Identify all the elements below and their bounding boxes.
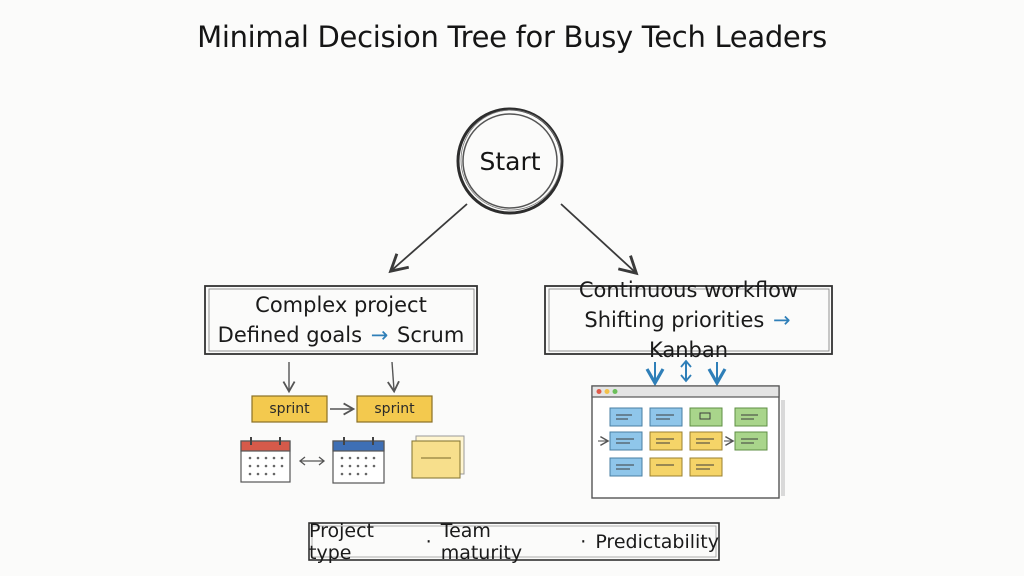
kanban-card-lines <box>616 412 758 470</box>
kanban-arrow-updown <box>680 359 692 383</box>
calendar-blue-icon <box>332 437 385 484</box>
separator-dot: · <box>425 530 432 553</box>
factors-footer: Project type · Team maturity · Predictab… <box>309 520 719 564</box>
branch-arrow-left <box>388 203 468 274</box>
kanban-condition-line1: Continuous workflow <box>578 278 799 302</box>
kanban-decision-box: Continuous workflow Shifting priorities … <box>545 278 832 362</box>
right-arrow-icon: → <box>370 323 389 347</box>
factor-team-maturity: Team maturity <box>440 519 523 564</box>
sprint-card-2 <box>356 395 433 423</box>
calendar-red-icon <box>240 437 291 483</box>
scrum-result: Scrum <box>397 323 465 347</box>
scrum-arrow-down-2 <box>387 361 400 394</box>
right-box-outline <box>544 285 833 355</box>
sprint-label-2: sprint <box>374 401 415 417</box>
kanban-cards <box>609 407 768 477</box>
right-arrow-icon: → <box>773 308 791 332</box>
factor-project-type: Project type <box>309 519 375 564</box>
start-label: Start <box>479 146 541 176</box>
scrum-decision-box: Complex project Defined goals → Scrum <box>205 286 477 354</box>
sticky-notes-icon <box>411 435 465 479</box>
separator-dot: · <box>580 530 587 553</box>
sprint-card-1 <box>251 395 328 423</box>
kanban-condition-text: Shifting priorities <box>584 308 765 332</box>
scrum-condition-text: Defined goals <box>217 323 363 347</box>
footer-box-outline <box>308 522 720 561</box>
calendar-swap-arrow <box>298 456 326 466</box>
kanban-result: Kanban <box>648 338 729 362</box>
kanban-condition-line2: Shifting priorities → Kanban <box>545 305 832 365</box>
diagram-title: Minimal Decision Tree for Busy Tech Lead… <box>197 20 827 54</box>
scrum-condition-line2: Defined goals → Scrum <box>218 320 465 350</box>
branch-arrow-right <box>560 203 639 276</box>
scrum-condition-line1: Complex project <box>255 293 427 317</box>
start-node-circle <box>456 107 564 215</box>
factor-predictability: Predictability <box>595 530 719 553</box>
start-node: Start <box>456 117 564 205</box>
sprint-label-1: sprint <box>269 401 310 417</box>
left-box-outline <box>204 285 478 355</box>
